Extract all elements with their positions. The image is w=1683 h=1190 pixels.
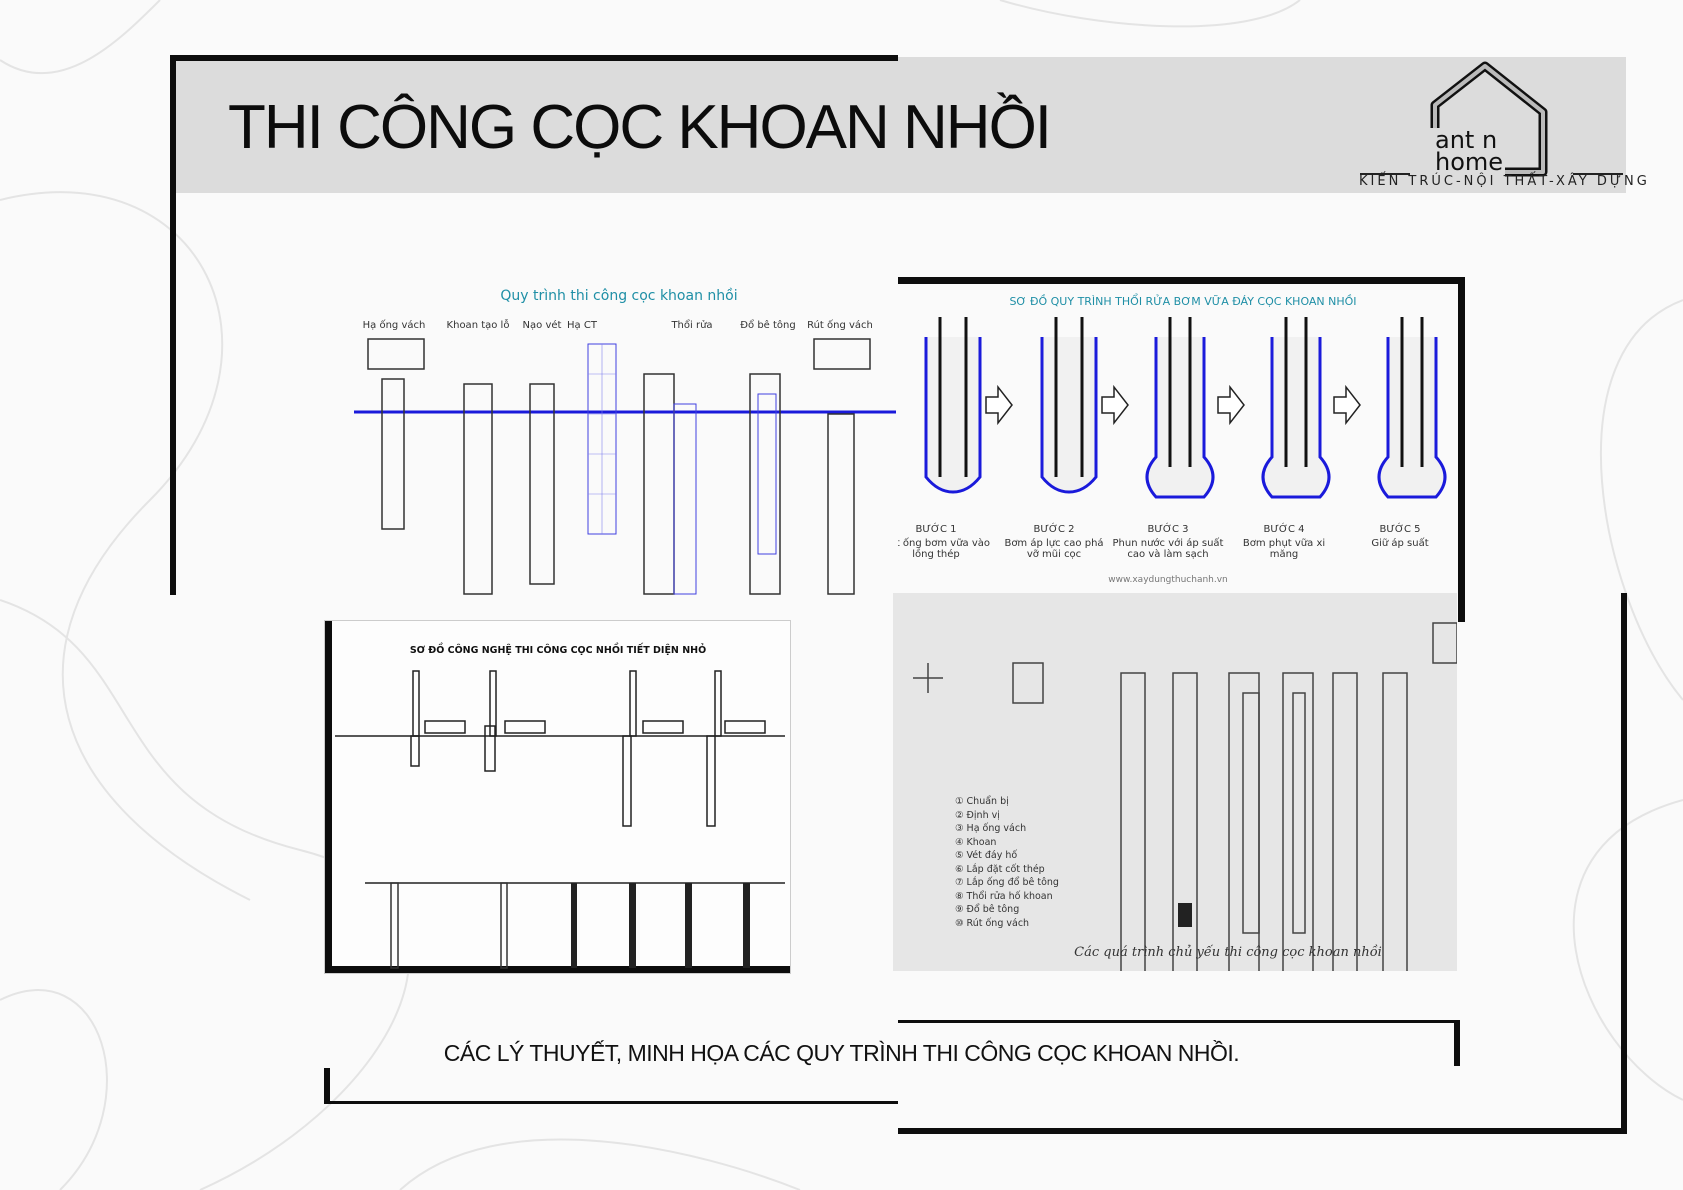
step-label: Đổ bê tông: [740, 320, 796, 331]
legend-item: ⑥ Lắp đặt cốt thép: [955, 863, 1045, 875]
diagram-main-processes: ① Chuẩn bị ② Định vị ③ Hạ ống vách ④ Kho…: [893, 593, 1457, 971]
page-caption: CÁC LÝ THUYẾT, MINH HỌA CÁC QUY TRÌNH TH…: [443, 1040, 1240, 1066]
frame-top: [898, 277, 1465, 284]
step-name: BƯỚC 4: [1263, 524, 1305, 535]
diagram4-caption: Các quá trình chủ yếu thi công cọc khoan…: [1074, 945, 1382, 960]
logo-tagline: KIẾN TRÚC-NỘI THẤT-XÂY DỰNG: [1359, 174, 1650, 189]
step-name: BƯỚC 2: [1033, 524, 1075, 535]
diagram3-title: SƠ ĐỒ CÔNG NGHỆ THI CÔNG CỌC NHỒI TIẾT D…: [409, 645, 707, 656]
frame-bottom: [898, 1128, 1627, 1134]
step-name: BƯỚC 5: [1379, 524, 1421, 535]
legend-item: ⑧ Thổi rửa hố khoan: [955, 890, 1053, 902]
logo: ant n home KIẾN TRÚC-NỘI THẤT-XÂY DỰNG: [1355, 60, 1647, 195]
legend-item: ⑤ Vét đáy hố: [955, 850, 1018, 861]
legend: ① Chuẩn bị ② Định vị ③ Hạ ống vách ④ Kho…: [955, 795, 1059, 930]
arrow-icon: [1101, 384, 1129, 426]
step-label: Rút ống vách: [807, 320, 873, 331]
caption-frame-right: [1454, 1020, 1460, 1066]
header-band: [172, 57, 1626, 193]
frame-bottom: [325, 966, 790, 973]
caption-frame-left: [324, 1068, 330, 1104]
diagram-small-pile-technology: SƠ ĐỒ CÔNG NGHỆ THI CÔNG CỌC NHỒI TIẾT D…: [324, 620, 791, 974]
legend-item: ② Định vị: [955, 809, 1000, 821]
pile-drawings: [354, 338, 896, 595]
step-desc: Đặt ống bơm vữa vào lồng thép: [898, 538, 991, 560]
step-label: Hạ CT: [567, 320, 597, 331]
legend-item: ⑦ Lắp ống đổ bê tông: [955, 877, 1059, 888]
arrow-icon: [1217, 384, 1245, 426]
grouting-drawings: [924, 317, 1447, 499]
step-label: Thổi rửa: [671, 320, 713, 331]
caption-frame-bottom: [324, 1101, 898, 1104]
step-name: BƯỚC 1: [915, 524, 957, 535]
frame-left: [170, 55, 176, 595]
frame-top-left: [172, 55, 898, 61]
source-url: www.xaydungthuchanh.vn: [1108, 575, 1228, 585]
caption-frame-top: [898, 1020, 1458, 1023]
arrow-icon: [985, 384, 1013, 426]
legend-item: ⑩ Rút ống vách: [955, 917, 1030, 929]
step-label: Nạo vét: [522, 320, 562, 331]
step-desc: Bơm phụt vữa xi măng: [1242, 538, 1326, 560]
legend-item: ⑨ Đổ bê tông: [955, 904, 1020, 915]
process-drawings: [913, 622, 1457, 971]
step-name: BƯỚC 3: [1147, 524, 1189, 535]
step-desc: Phun nước với áp suất cao và làm sạch: [1112, 538, 1224, 560]
diagram1-title: Quy trình thi công cọc khoan nhồi: [500, 288, 738, 304]
legend-item: ④ Khoan: [955, 836, 997, 848]
step-label: Hạ ống vách: [362, 320, 426, 331]
logo-line2: home: [1435, 148, 1503, 176]
step-desc: Giữ áp suất: [1371, 538, 1429, 549]
frame-left: [325, 621, 332, 973]
logo-line1: ant n: [1435, 126, 1497, 154]
diagram-construction-process: Quy trình thi công cọc khoan nhồi Hạ ống…: [354, 284, 896, 606]
legend-item: ③ Hạ ống vách: [955, 823, 1027, 834]
step-desc: Bơm áp lực cao phá vỡ mũi cọc: [1004, 538, 1104, 560]
arrow-icon: [1333, 384, 1361, 426]
page-title: THI CÔNG CỌC KHOAN NHỒI: [228, 93, 1052, 162]
diagram2-title: SƠ ĐỒ QUY TRÌNH THỔI RỬA BƠM VỮA ĐÁY CỌC…: [1009, 295, 1357, 308]
legend-item: ① Chuẩn bị: [955, 796, 1009, 807]
house-logo-icon: ant n home: [1360, 61, 1623, 177]
diagram-grouting-process: SƠ ĐỒ QUY TRÌNH THỔI RỬA BƠM VỮA ĐÁY CỌC…: [898, 277, 1465, 622]
step-label: Khoan tạo lỗ: [446, 320, 510, 331]
frame-right: [1458, 277, 1465, 622]
frame-right: [1621, 593, 1627, 1133]
rig-drawings: [335, 670, 785, 969]
